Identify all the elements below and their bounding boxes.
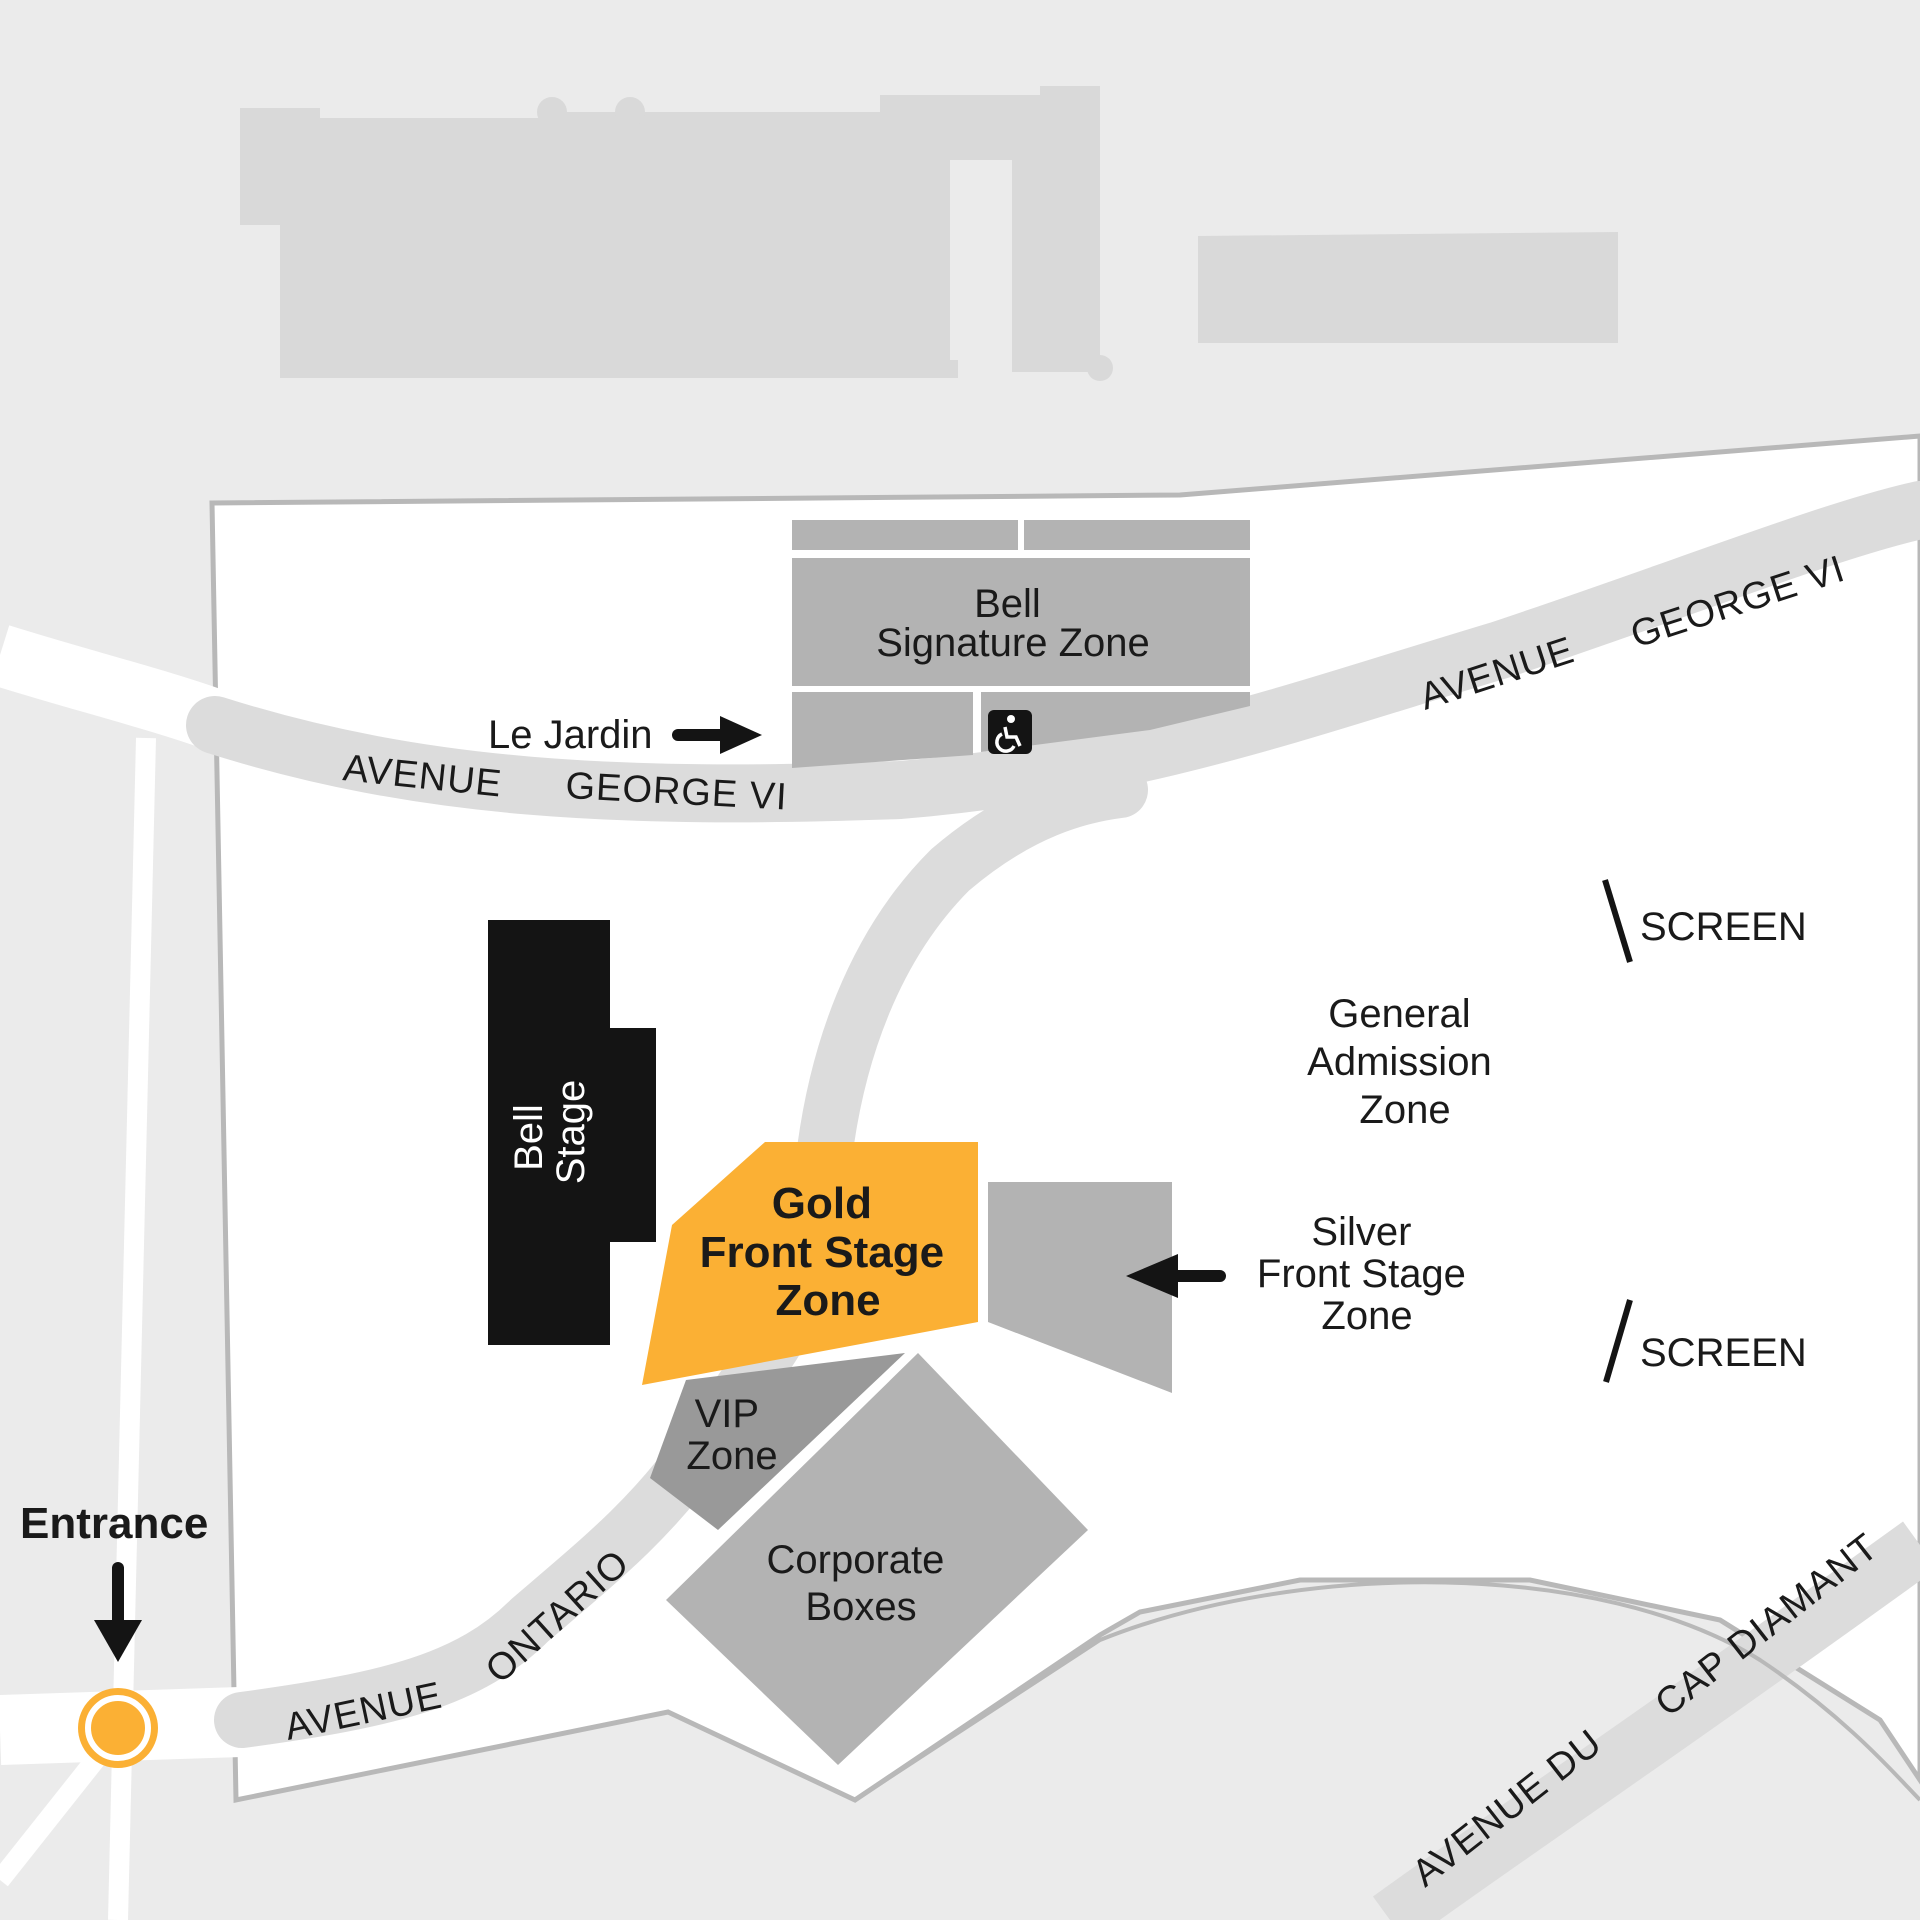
silver-zone-label-line: Front Stage xyxy=(1257,1252,1466,1296)
signature-zone-label: Bell Signature Zone xyxy=(876,582,1150,665)
building-dome xyxy=(615,97,645,127)
general-admission-label: General Admission Zone xyxy=(1307,992,1503,1132)
site-border-bottom xyxy=(853,1580,1920,1802)
entrance-marker-icon[interactable] xyxy=(78,1688,158,1768)
signature-zone-lower-right xyxy=(981,692,1250,752)
gold-zone-label-line: Gold xyxy=(772,1179,872,1228)
corporate-boxes-label-line: Boxes xyxy=(805,1585,916,1629)
screen-label: SCREEN xyxy=(1640,1331,1807,1375)
corporate-boxes-zone xyxy=(666,1353,1088,1765)
le-jardin-label: Le Jardin xyxy=(488,713,653,757)
general-admission-label-line: General xyxy=(1328,992,1470,1036)
silver-zone-label-line: Zone xyxy=(1321,1294,1412,1338)
screen-mark xyxy=(1602,879,1633,963)
vip-zone-label: VIP Zone xyxy=(686,1392,777,1478)
vip-zone-label-line: VIP xyxy=(695,1392,759,1436)
silver-zone-label: Silver Front Stage Zone xyxy=(1257,1210,1477,1338)
arrow-icon xyxy=(672,716,762,754)
building-dome xyxy=(1087,355,1113,381)
arrow-icon xyxy=(94,1562,142,1662)
silver-front-stage-zone xyxy=(988,1182,1172,1393)
vip-zone xyxy=(650,1353,905,1530)
arrow-icon xyxy=(1126,1254,1226,1298)
signature-zone-label-line: Bell xyxy=(974,582,1041,626)
silver-zone-label-line: Silver xyxy=(1311,1210,1411,1254)
general-admission-label-line: Zone xyxy=(1359,1088,1450,1132)
gold-zone-label: Gold Front Stage Zone xyxy=(700,1179,957,1325)
signature-zone-label-line: Signature Zone xyxy=(876,621,1150,665)
corporate-boxes-label-line: Corporate xyxy=(767,1538,945,1582)
screen-label: SCREEN xyxy=(1640,905,1807,949)
bell-stage-label-line: Stage xyxy=(549,1080,593,1185)
vip-zone-label-line: Zone xyxy=(686,1434,777,1478)
bell-stage-label: Bell Stage xyxy=(507,1080,593,1185)
building-dome xyxy=(537,97,567,127)
gold-zone-label-line: Front Stage xyxy=(700,1228,944,1277)
corporate-boxes-label: Corporate Boxes xyxy=(767,1538,956,1629)
signature-zone-top-right xyxy=(1024,520,1250,550)
gold-zone-label-line: Zone xyxy=(775,1276,880,1325)
entrance-label: Entrance xyxy=(20,1499,208,1548)
gold-front-stage-zone xyxy=(642,1142,978,1385)
road-cap-diamant xyxy=(1372,1521,1920,1920)
bell-stage-label-line: Bell xyxy=(507,1104,551,1171)
screen-mark xyxy=(1603,1299,1633,1383)
building-parliament xyxy=(240,86,1100,378)
le-jardin-zone xyxy=(792,692,973,768)
wheelchair-icon xyxy=(988,710,1032,754)
building-east xyxy=(1198,232,1618,343)
bell-stage xyxy=(488,920,656,1345)
signature-zone-main xyxy=(792,558,1250,686)
road-george-vi xyxy=(186,481,1920,823)
signature-zone-top-left xyxy=(792,520,1018,550)
general-admission-label-line: Admission xyxy=(1307,1040,1492,1084)
